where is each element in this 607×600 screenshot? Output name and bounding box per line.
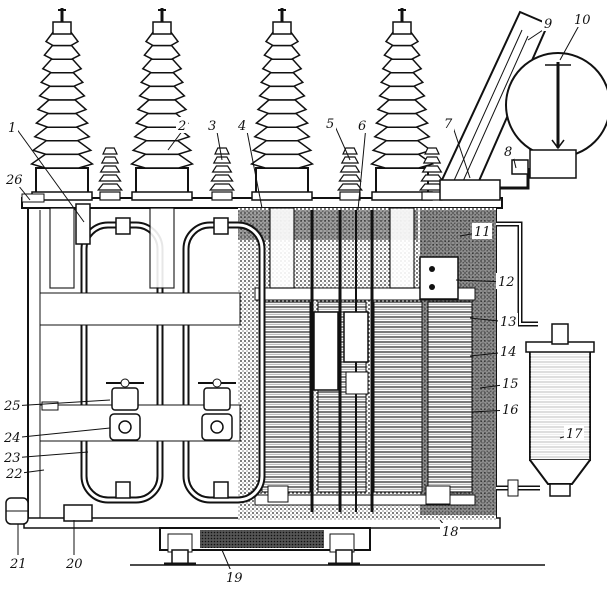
leader-1 <box>15 127 85 223</box>
callout-bg-20 <box>64 555 84 571</box>
callout-4: 4 <box>237 119 246 134</box>
small-bushing-4 <box>418 147 446 201</box>
callout-bg-10 <box>572 11 592 27</box>
callout-11: 11 <box>474 225 491 240</box>
callout-26: 26 <box>5 173 23 188</box>
callout-22: 22 <box>5 467 23 482</box>
callout-7: 7 <box>444 117 453 132</box>
leader-7 <box>451 123 471 179</box>
small-bushings <box>96 147 446 201</box>
chute <box>439 10 550 201</box>
callout-bg-6 <box>356 117 368 133</box>
callout-bg-15 <box>500 375 520 391</box>
callout-17: 17 <box>566 427 583 442</box>
tank-lugs <box>21 193 91 411</box>
callout-19: 19 <box>226 571 243 586</box>
callout-20: 20 <box>65 557 83 572</box>
callout-14: 14 <box>500 345 517 360</box>
small-bushing-1 <box>96 147 124 201</box>
base-frame <box>159 527 371 566</box>
callout-bg-14 <box>498 343 518 359</box>
leader-24 <box>11 427 111 439</box>
small-bushing-3 <box>336 147 364 201</box>
callout-13: 13 <box>500 315 517 330</box>
callout-bg-16 <box>500 401 520 417</box>
callout-2: 2 <box>177 119 186 134</box>
leader-5 <box>333 123 351 161</box>
callout-5: 5 <box>326 117 334 132</box>
callout-bg-11 <box>472 223 492 239</box>
conservator-pipe <box>496 221 540 497</box>
callout-bg-1 <box>6 119 18 135</box>
callout-bg-19 <box>224 569 244 585</box>
callout-bg-26 <box>4 171 24 187</box>
callout-bg-18 <box>440 523 460 539</box>
callout-bg-3 <box>206 117 218 133</box>
callout-23: 23 <box>3 451 21 466</box>
callout-bg-17 <box>564 425 584 441</box>
leader-6 <box>357 125 367 211</box>
bushing-1 <box>29 8 95 289</box>
callout-1: 1 <box>8 121 16 136</box>
callout-9: 9 <box>544 17 552 32</box>
callout-18: 18 <box>442 525 459 540</box>
callout-bg-12 <box>496 273 516 289</box>
callout-3: 3 <box>208 119 216 134</box>
callout-bg-7 <box>442 115 454 131</box>
callout-16: 16 <box>502 403 519 418</box>
small-bushing-2 <box>208 147 236 201</box>
callout-25: 25 <box>3 399 21 414</box>
callout-12: 12 <box>498 275 515 290</box>
callout-bg-22 <box>4 465 24 481</box>
callout-bg-24 <box>2 429 22 445</box>
callout-24: 24 <box>3 431 21 446</box>
callout-bg-8 <box>502 143 514 159</box>
callout-bg-23 <box>2 449 22 465</box>
leader-4 <box>245 125 263 209</box>
callout-bg-4 <box>236 117 248 133</box>
bushing-2 <box>129 8 195 289</box>
drain-valve <box>5 497 93 525</box>
callout-bg-25 <box>2 397 22 413</box>
bushing-3 <box>249 8 315 289</box>
callout-bg-2 <box>176 117 188 133</box>
callout-8: 8 <box>504 145 512 160</box>
callout-bg-5 <box>324 115 336 131</box>
callout-15: 15 <box>502 377 519 392</box>
oil-tank <box>525 323 595 497</box>
callout-10: 10 <box>574 13 591 28</box>
callout-bg-21 <box>8 555 28 571</box>
leader-23 <box>11 451 89 459</box>
leader-25 <box>11 399 111 407</box>
callout-6: 6 <box>358 119 366 134</box>
pipe-valves <box>106 378 236 441</box>
callout-21: 21 <box>9 557 27 572</box>
callout-bg-9 <box>542 15 554 31</box>
callout-bg-13 <box>498 313 518 329</box>
expansion-vessel <box>500 52 607 190</box>
